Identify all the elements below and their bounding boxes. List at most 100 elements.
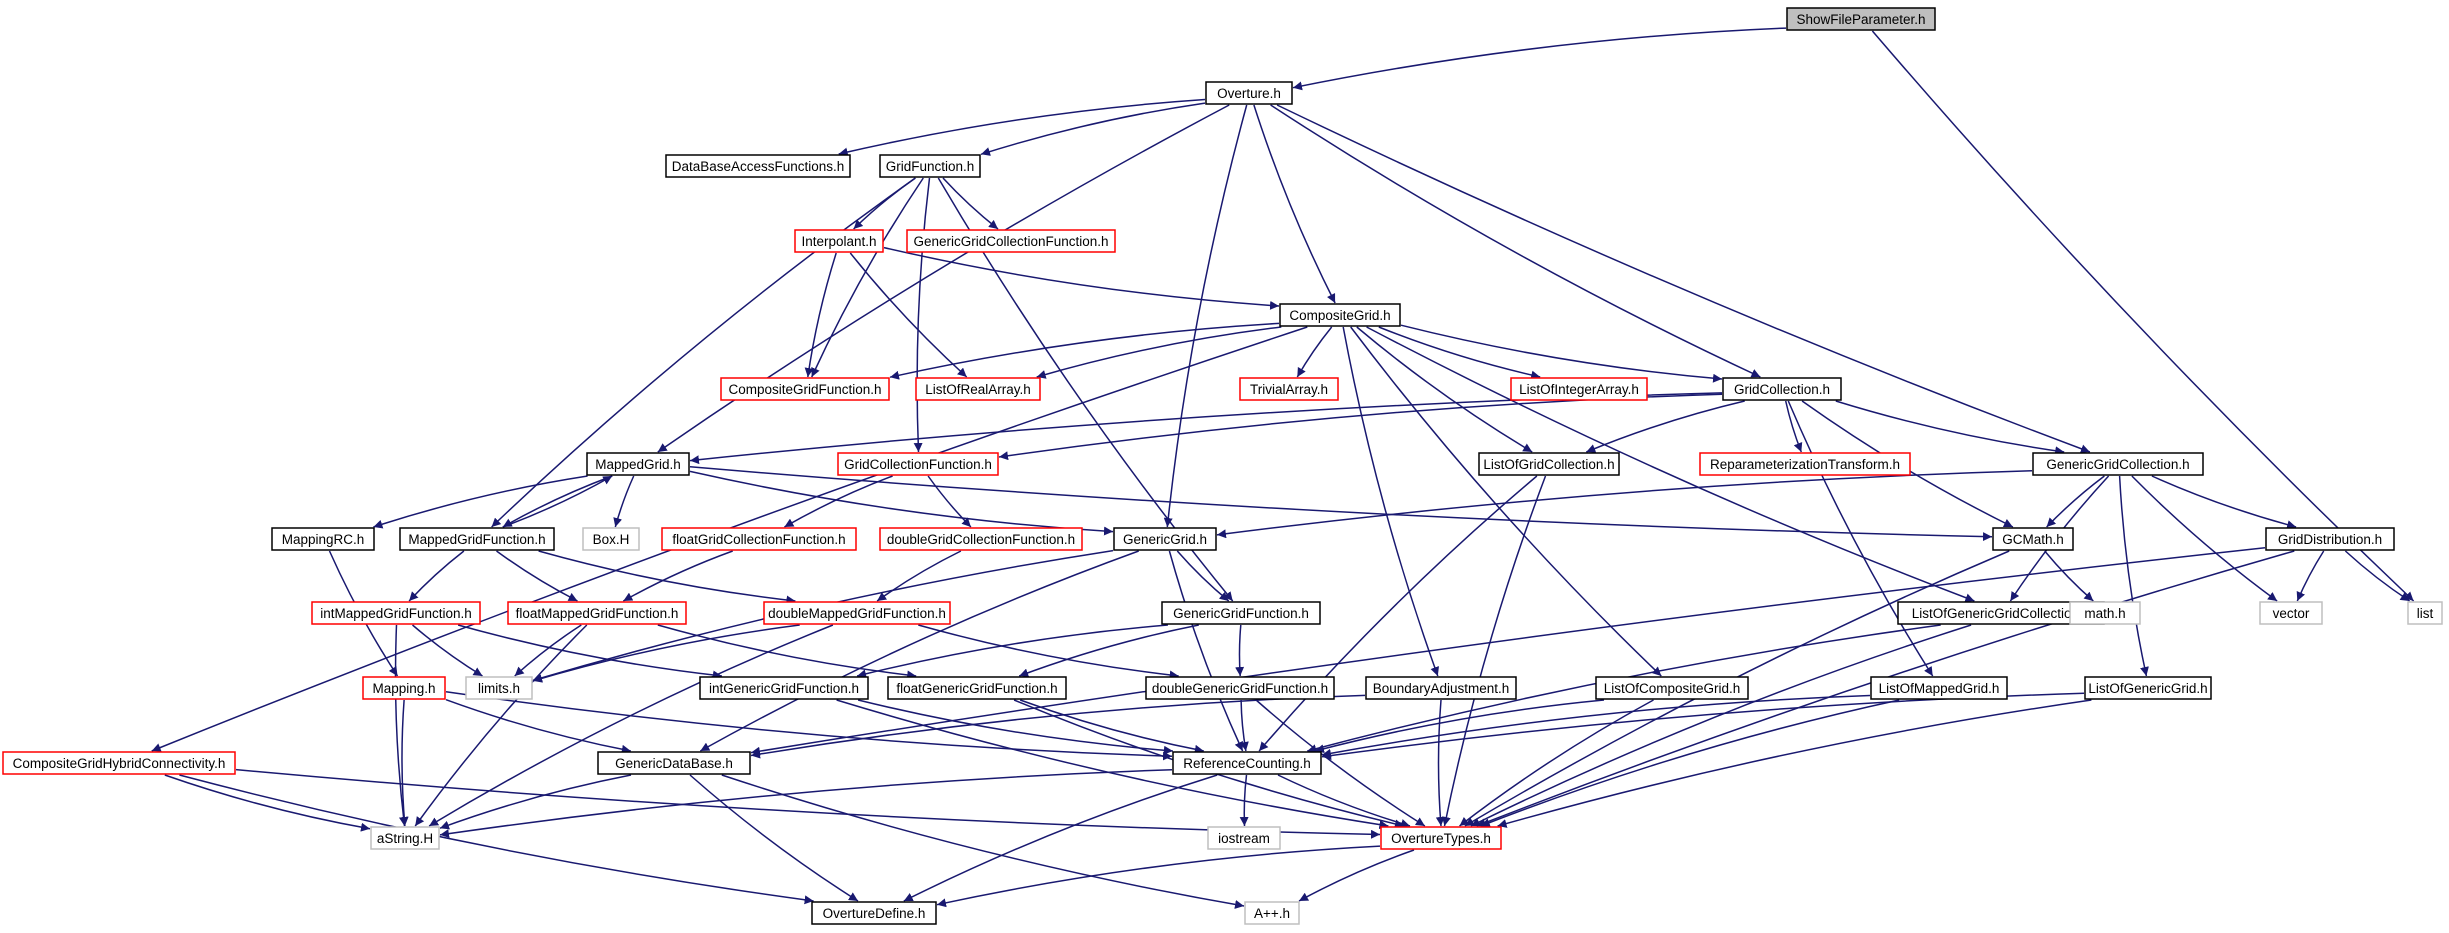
node-label-trivialarray: TrivialArray.h [1250,382,1328,397]
node-genericdb[interactable]: GenericDataBase.h [597,751,751,775]
node-label-mappingrc: MappingRC.h [282,532,365,547]
edge-gridfunction-to-mappedgf [491,177,916,528]
edge-genericgrid-to-genericdb [699,550,1139,752]
node-box-intmgf [311,601,481,625]
node-box-mapping [362,676,446,700]
edge-listofmapped-to-refcount [1321,694,1871,758]
node-gcmath[interactable]: GCMath.h [1992,527,2074,551]
edge-intmgf-to-limits [412,624,483,677]
edge-intmgf-to-astring [394,624,408,827]
node-listofrealarray[interactable]: ListOfRealArray.h [915,377,1041,401]
node-mappingrc[interactable]: MappingRC.h [271,527,375,551]
node-label-genericdb: GenericDataBase.h [615,756,733,771]
node-listofgenericgrid[interactable]: ListOfGenericGrid.h [2084,676,2212,700]
node-appp[interactable]: A++.h [1244,901,1300,925]
node-griddist[interactable]: GridDistribution.h [2265,527,2395,551]
node-gridcollection[interactable]: GridCollection.h [1722,377,1842,401]
node-boxh[interactable]: Box.H [582,527,640,551]
edge-mappedgf-to-mappedgrid [502,475,613,528]
node-astring[interactable]: aString.H [370,826,440,850]
node-label-floatmgf: floatMappedGridFunction.h [516,606,679,621]
edge-floatmgf-to-floatggf [657,624,917,680]
edge-listofgenericgrid-to-overturetypes [1497,699,2092,828]
edge-gridfunction-to-genericgcf [942,177,999,230]
file-nodes: ShowFileParameter.hOverture.hDataBaseAcc… [2,7,2443,925]
node-box-mappedgf [399,527,555,551]
node-box-listofcomposite [1595,676,1749,700]
node-genericgf[interactable]: GenericGridFunction.h [1161,601,1321,625]
edge-genericgf-to-floatggf [1018,624,1199,678]
node-label-appp: A++.h [1254,906,1290,921]
node-cghybrid[interactable]: CompositeGridHybridConnectivity.h [2,751,236,775]
node-showfile[interactable]: ShowFileParameter.h [1786,7,1936,31]
edge-gridcollection-to-listofgridcoll [1586,400,1745,453]
node-intmgf[interactable]: intMappedGridFunction.h [311,601,481,625]
edge-genericdb-to-overturedefine [689,774,859,902]
edge-gridfunction-to-gcfunction [913,177,931,453]
node-genericgcf[interactable]: GenericGridCollectionFunction.h [906,229,1116,253]
edge-doublegcf-to-doublemgf [876,550,962,602]
node-dbaccess[interactable]: DataBaseAccessFunctions.h [665,154,851,178]
node-box-gcfunction [837,452,999,476]
node-gcfunction[interactable]: GridCollectionFunction.h [837,452,999,476]
node-listofgridcoll[interactable]: ListOfGridCollection.h [1478,452,1620,476]
node-iostream[interactable]: iostream [1207,826,1281,850]
edge-genericgridcoll-to-griddist [2151,475,2297,530]
node-mappedgf[interactable]: MappedGridFunction.h [399,527,555,551]
node-vector[interactable]: vector [2259,601,2323,625]
node-label-overturetypes: OvertureTypes.h [1391,831,1491,846]
edge-interpolant-to-listofrealarray [849,252,968,378]
edge-doublemgf-to-limits [532,624,800,683]
edge-overture-to-gridfunction [980,102,1206,156]
edge-listofgridcoll-to-refcount [1258,475,1538,752]
node-label-listofintarray: ListOfIntegerArray.h [1519,382,1639,397]
node-doubleggf[interactable]: doubleGenericGridFunction.h [1145,676,1335,700]
node-doublegcf[interactable]: doubleGridCollectionFunction.h [879,527,1083,551]
node-box-mappingrc [271,527,375,551]
node-label-griddist: GridDistribution.h [2278,532,2382,547]
node-reparam[interactable]: ReparameterizationTransform.h [1699,452,1911,476]
node-genericgrid[interactable]: GenericGrid.h [1113,527,1217,551]
node-overture[interactable]: Overture.h [1205,81,1293,105]
node-trivialarray[interactable]: TrivialArray.h [1239,377,1339,401]
node-mapping[interactable]: Mapping.h [362,676,446,700]
edge-listofgridcoll-to-overturetypes [1441,475,1547,827]
node-floatmgf[interactable]: floatMappedGridFunction.h [507,601,687,625]
edge-cghybrid-to-overturedefine [179,774,814,905]
node-compositegf[interactable]: CompositeGridFunction.h [720,377,890,401]
node-box-doublegcf [879,527,1083,551]
node-genericgridcoll[interactable]: GenericGridCollection.h [2032,452,2204,476]
node-label-doublegcf: doubleGridCollectionFunction.h [887,532,1075,547]
edge-gridcollection-to-genericgridcoll [1835,400,2065,456]
node-listofmapped[interactable]: ListOfMappedGrid.h [1870,676,2008,700]
node-floatgcf[interactable]: floatGridCollectionFunction.h [661,527,857,551]
edge-floatmgf-to-limits [514,624,582,677]
edge-mappedgrid-to-gcmath [689,466,1993,542]
node-mappedgrid[interactable]: MappedGrid.h [586,452,690,476]
edge-overturetypes-to-appp [1298,849,1415,902]
node-listofgenericgc[interactable]: ListOfGenericGridCollection.h [1897,601,2105,625]
node-compositegrid[interactable]: CompositeGrid.h [1279,303,1401,327]
edge-griddist-to-vector [2296,550,2325,602]
node-boundaryadj[interactable]: BoundaryAdjustment.h [1365,676,1517,700]
node-list[interactable]: list [2407,601,2443,625]
edge-compositegrid-to-listofgridcoll [1356,326,1533,453]
node-mathh[interactable]: math.h [2069,601,2141,625]
node-limits[interactable]: limits.h [465,676,533,700]
node-gridfunction[interactable]: GridFunction.h [879,154,981,178]
node-intggf[interactable]: intGenericGridFunction.h [699,676,869,700]
node-overturedefine[interactable]: OvertureDefine.h [811,901,937,925]
node-doublemgf[interactable]: doubleMappedGridFunction.h [763,601,951,625]
node-label-genericgrid: GenericGrid.h [1123,532,1207,547]
node-box-floatmgf [507,601,687,625]
node-interpolant[interactable]: Interpolant.h [794,229,884,253]
node-box-genericdb [597,751,751,775]
node-overturetypes[interactable]: OvertureTypes.h [1380,826,1502,850]
node-label-listofgenericgc: ListOfGenericGridCollection.h [1912,606,2091,621]
node-listofintarray[interactable]: ListOfIntegerArray.h [1510,377,1648,401]
node-box-listofgenericgrid [2084,676,2212,700]
node-refcount[interactable]: ReferenceCounting.h [1172,751,1322,775]
edge-genericgridcoll-to-listofgenericgrid [2118,475,2149,677]
node-listofcomposite[interactable]: ListOfCompositeGrid.h [1595,676,1749,700]
node-floatggf[interactable]: floatGenericGridFunction.h [887,676,1067,700]
